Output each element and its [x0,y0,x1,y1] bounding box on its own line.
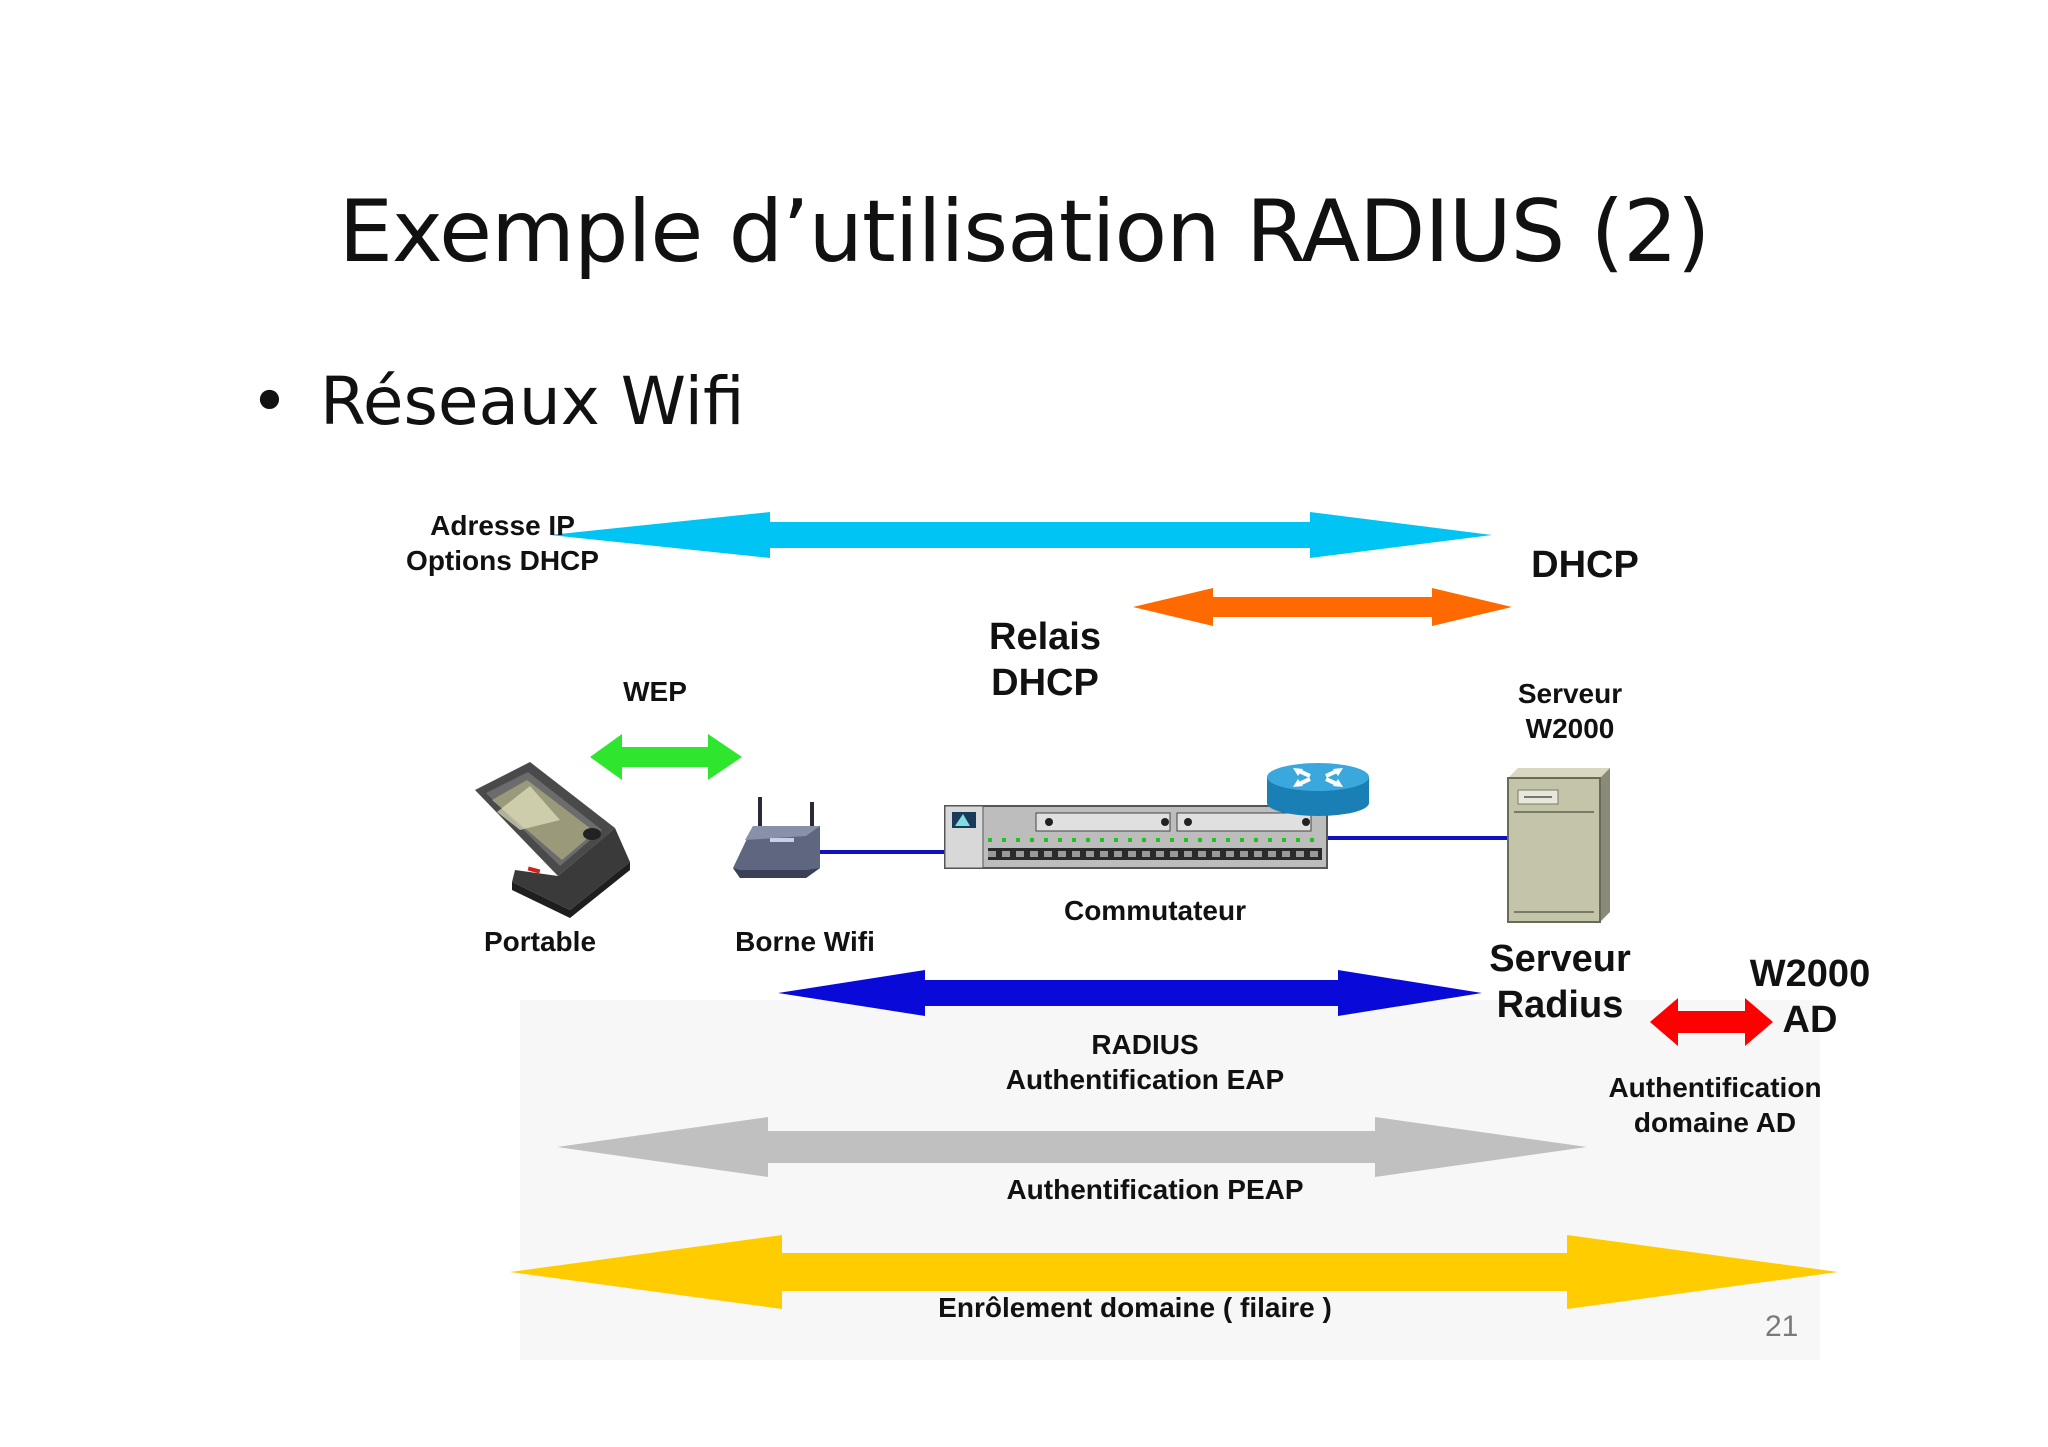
router-icon [1267,763,1369,816]
bullet-item: • Réseaux Wifi [250,363,745,440]
slide-title: Exemple d’utilisation RADIUS (2) [338,182,1711,282]
server-tower-icon [1507,768,1610,923]
arrow-enrolement [510,1235,1838,1309]
label-relais-dhcp: Relais DHCP [989,616,1101,704]
label-ip-options: Adresse IP Options DHCP [406,510,599,576]
label-auth-peap: Authentification PEAP [1006,1174,1304,1205]
bullet-text: Réseaux Wifi [320,363,745,440]
label-commutateur: Commutateur [1063,895,1246,926]
label-serveur-radius: Serveur Radius [1489,938,1631,1026]
network-switch-icon [944,805,1328,869]
label-w2000-ad: W2000 AD [1749,953,1871,1041]
arrow-ad [1650,998,1773,1046]
arrow-wep [590,734,742,780]
laptop-icon [475,762,630,918]
label-portable: Portable [483,926,597,957]
label-borne-wifi: Borne Wifi [735,926,875,957]
label-auth-domaine-ad: Authentification domaine AD [1608,1072,1822,1138]
arrow-dhcp-relay [1133,588,1512,626]
bullet-marker: • [250,363,289,440]
access-point-icon [733,797,820,878]
label-serveur-w2000: Serveur W2000 [1517,678,1623,744]
label-dhcp: DHCP [1531,544,1639,586]
page-number: 21 [1765,1310,1799,1343]
label-wep: WEP [623,676,687,707]
arrow-ip-options [550,512,1492,558]
arrow-radius-eap [778,970,1482,1016]
label-enrolement: Enrôlement domaine ( filaire ) [938,1292,1332,1323]
arrow-peap [557,1117,1587,1177]
label-radius-eap: RADIUS Authentification EAP [1005,1029,1285,1095]
